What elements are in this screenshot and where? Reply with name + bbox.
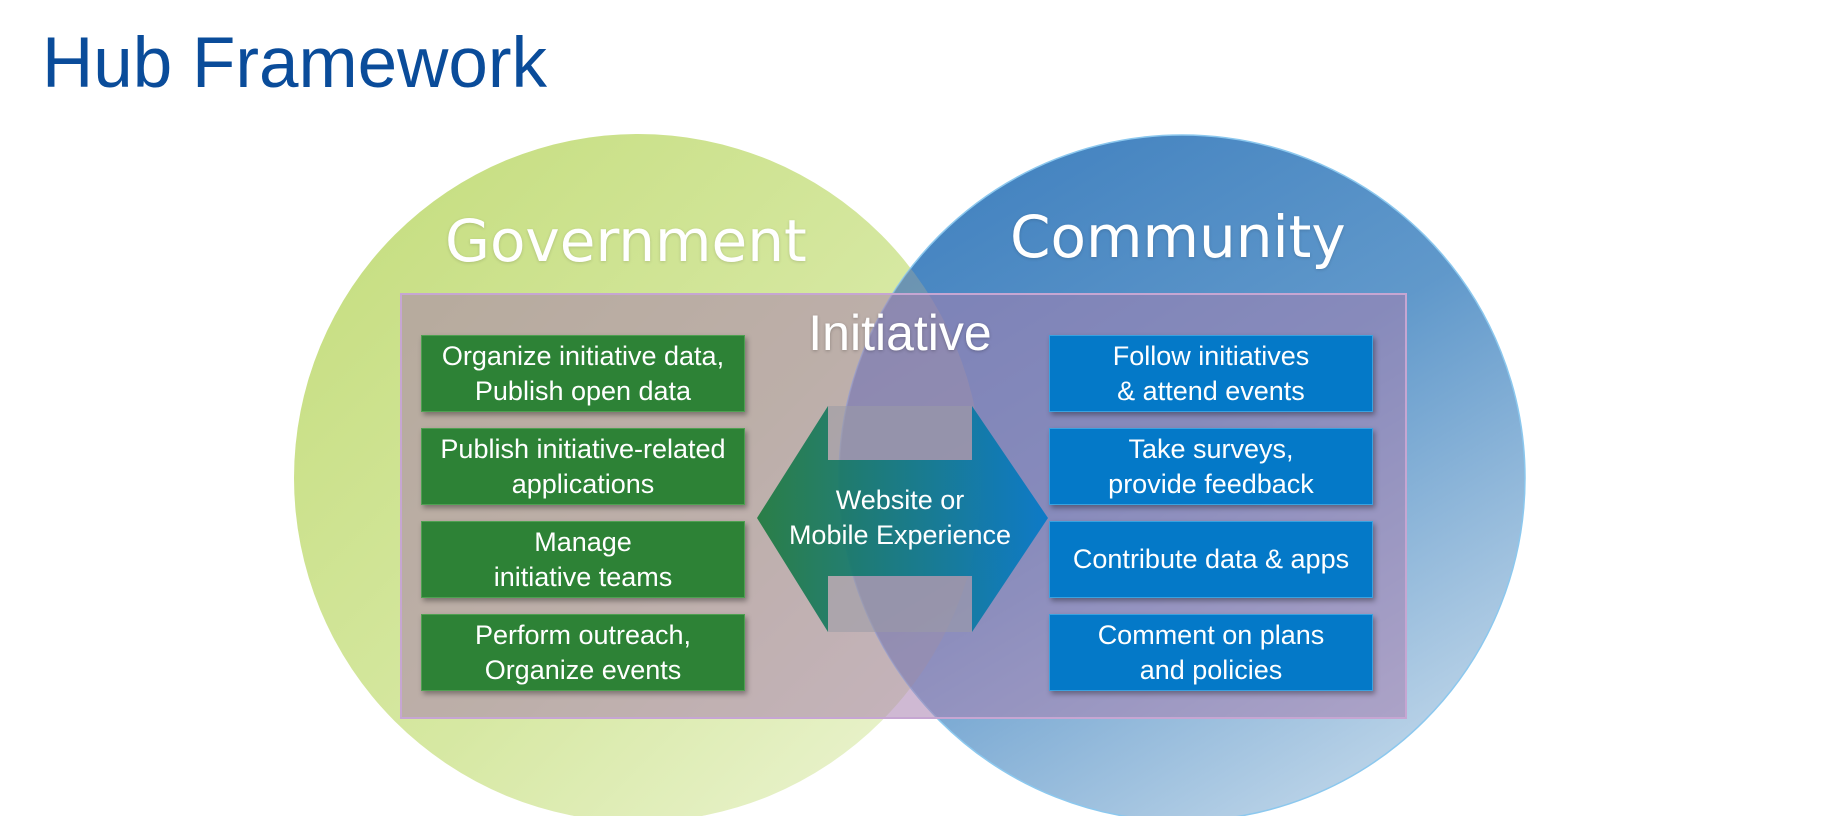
government-item: Perform outreach, Organize events [421,614,745,691]
community-label: Community [1010,203,1346,271]
arrow-shaft-highlight [828,406,972,460]
double-arrow [757,406,1048,632]
government-label: Government [445,207,807,275]
page-title: Hub Framework [42,24,548,103]
government-item: Publish initiative-related applications [421,428,745,505]
government-item: Organize initiative data, Publish open d… [421,335,745,412]
arrow-shaft-highlight-lower [828,576,972,632]
arrow-label: Website or Mobile Experience [788,485,1012,550]
community-item: Comment on plans and policies [1049,614,1373,691]
community-item: Contribute data & apps [1049,521,1373,598]
community-item: Take surveys, provide feedback [1049,428,1373,505]
community-item: Follow initiatives & attend events [1049,335,1373,412]
government-item: Manage initiative teams [421,521,745,598]
initiative-label: Initiative [808,305,992,361]
